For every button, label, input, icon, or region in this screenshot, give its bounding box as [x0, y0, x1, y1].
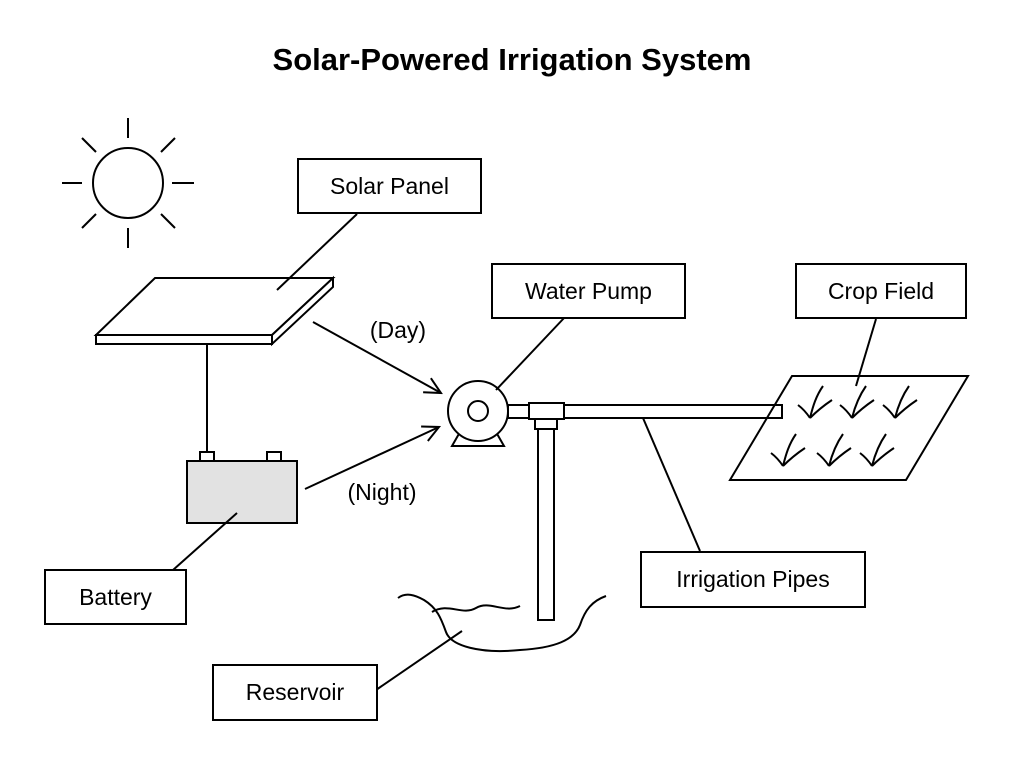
reservoir-leader: [375, 630, 463, 691]
label-irrigation-pipes: Irrigation Pipes: [640, 551, 866, 608]
battery-leader: [172, 512, 238, 571]
solar-panel-leader: [276, 213, 358, 291]
reservoir-label: Reservoir: [246, 679, 345, 705]
irrigation-pipes-leader: [642, 417, 701, 552]
night-power-arrow: [304, 427, 439, 490]
sun-icon: [62, 118, 194, 248]
crop-field-label: Crop Field: [828, 278, 934, 304]
label-solar-panel: Solar Panel: [297, 158, 482, 214]
irrigation-pipe-network: [528, 402, 783, 621]
day-label: (Day): [370, 317, 426, 343]
day-power-arrow: [312, 321, 441, 393]
label-water-pump: Water Pump: [491, 263, 686, 319]
label-battery: Battery: [44, 569, 187, 625]
water-pump-leader: [495, 316, 566, 391]
label-reservoir: Reservoir: [212, 664, 378, 721]
irrigation-pipes-label: Irrigation Pipes: [676, 566, 829, 592]
water-pump-icon: [447, 380, 530, 447]
crop-field-icon: [728, 375, 970, 481]
crop-row-2: [770, 433, 895, 467]
page-title: Solar-Powered Irrigation System: [273, 42, 752, 77]
battery-icon: [186, 451, 298, 524]
crop-field-leader: [855, 318, 877, 387]
reservoir-icon: [397, 593, 607, 653]
solar-panel-icon: [93, 275, 336, 347]
label-crop-field: Crop Field: [795, 263, 967, 319]
night-label: (Night): [347, 479, 416, 505]
leader-lines: [172, 213, 877, 691]
crop-row-1: [797, 385, 918, 419]
battery-label: Battery: [79, 584, 152, 610]
solar-panel-label: Solar Panel: [330, 173, 449, 199]
water-pump-label: Water Pump: [525, 278, 652, 304]
